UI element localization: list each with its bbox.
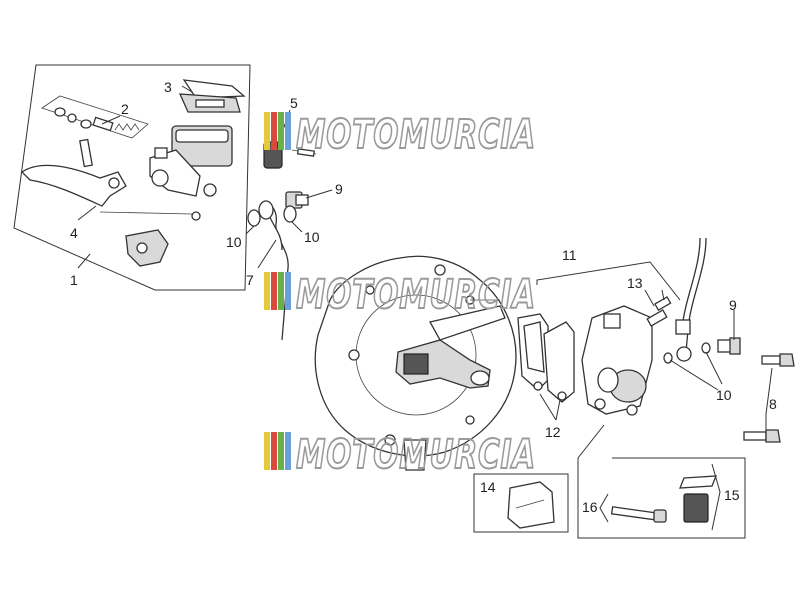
callout-15: 15 [724, 487, 740, 503]
brake-lever-part [20, 138, 127, 207]
caliper-body-part [581, 305, 653, 416]
watermark-text-bottom: MOTOMURCIA [296, 432, 536, 478]
reservoir-cap-part [178, 79, 246, 113]
banjo-bolt-lower [717, 337, 741, 355]
watermark-text-top: MOTOMURCIA [296, 112, 536, 158]
callout-3: 3 [164, 79, 172, 95]
callout-10-upper-left: 10 [226, 234, 242, 250]
master-cylinder-body [149, 125, 233, 197]
watermark-top: MOTOMURCIA [264, 111, 536, 159]
callout-9-upper: 9 [335, 181, 343, 197]
fork-bracket-part [395, 299, 506, 471]
washer-upper-right [283, 205, 297, 223]
callout-4: 4 [70, 225, 78, 241]
callout-1: 1 [70, 272, 78, 288]
bracket-16 [599, 493, 609, 523]
callout-14: 14 [480, 479, 496, 495]
callout-5: 5 [290, 95, 298, 111]
callout-16: 16 [582, 499, 598, 515]
brake-hose-upper [258, 200, 289, 341]
callout-11: 11 [562, 247, 577, 263]
washer-lower-right [701, 342, 711, 354]
callout-9-lower: 9 [729, 297, 737, 313]
brake-hose-lower [675, 237, 707, 362]
caliper-group [517, 261, 681, 416]
callout-numbers: 2 3 4 1 5 9 10 10 7 11 13 9 10 8 12 14 1… [70, 79, 777, 515]
callout-12: 12 [545, 424, 561, 440]
box-14 [473, 473, 569, 533]
washer-lower-left [663, 352, 673, 364]
piston-kit-part [41, 95, 149, 139]
caliper-bolts-part [743, 353, 795, 443]
box-15-16 [577, 424, 746, 539]
callout-10-upper-right: 10 [304, 229, 320, 245]
watermark-text-middle: MOTOMURCIA [296, 272, 536, 318]
bracket-15 [711, 463, 721, 531]
callout-7: 7 [246, 272, 254, 288]
callout-2: 2 [121, 101, 129, 117]
handlebar-clamp-part [125, 229, 169, 267]
bleeder-valve-part [646, 296, 672, 327]
watermark-middle: MOTOMURCIA [264, 271, 536, 319]
leader-lines [77, 85, 773, 432]
callout-13: 13 [627, 275, 643, 291]
master-cylinder-group [13, 64, 251, 291]
washer-upper-left [247, 209, 261, 227]
callout-8: 8 [769, 396, 777, 412]
brake-pads-part [517, 313, 575, 403]
watermark-bottom: MOTOMURCIA [264, 431, 536, 479]
callout-10-lower: 10 [716, 387, 732, 403]
